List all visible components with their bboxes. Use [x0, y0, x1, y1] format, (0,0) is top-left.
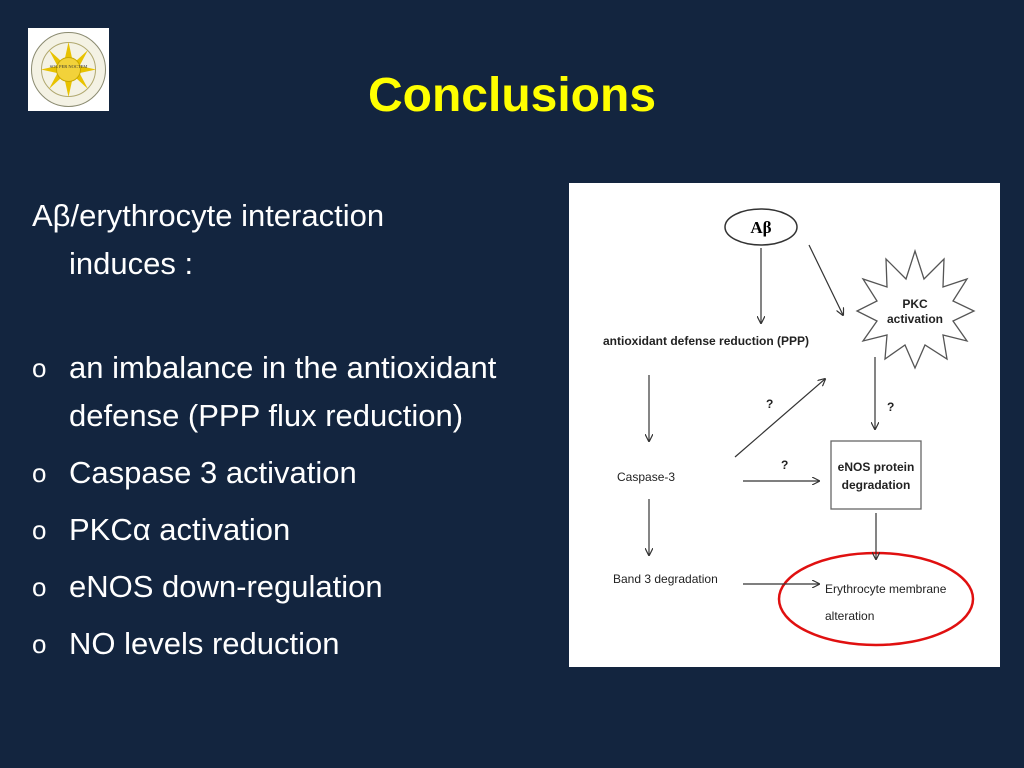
- bullet-text: an imbalance in the antioxidant defense …: [69, 350, 497, 433]
- question-mark-1: ?: [766, 397, 773, 411]
- abeta-node: [724, 208, 798, 246]
- conclusion-bullet-list: o an imbalance in the antioxidant defens…: [32, 344, 562, 677]
- bullet-item: o NO levels reduction: [32, 620, 562, 668]
- arrow-caspase-to-pkc: [734, 379, 825, 458]
- antioxidant-label: antioxidant defense reduction (PPP): [603, 334, 809, 348]
- bullet-text: Caspase 3 activation: [69, 455, 357, 490]
- enos-box: [830, 440, 922, 510]
- bullet-marker: o: [32, 353, 47, 383]
- question-mark-3: ?: [781, 458, 788, 472]
- bullet-marker: o: [32, 572, 47, 602]
- bullet-text: eNOS down-regulation: [69, 569, 383, 604]
- pkc-label-1: PKC: [902, 297, 928, 311]
- membrane-highlight-ellipse: [777, 551, 975, 647]
- pathway-diagram: Aβ PKC activation antioxidant defense re…: [569, 183, 1000, 667]
- arrow-abeta-to-pkc: [808, 244, 843, 315]
- membrane-label-1: Erythrocyte membrane: [825, 582, 947, 596]
- logo-motto: SOL PER NOCTEM: [50, 64, 88, 69]
- bullet-marker: o: [32, 458, 47, 488]
- slide-title: Conclusions: [367, 69, 657, 122]
- intro-line-2: induces :: [69, 246, 194, 281]
- pkc-starburst: [855, 248, 976, 370]
- pathway-diagram-svg: Aβ PKC activation antioxidant defense re…: [603, 208, 976, 647]
- bullet-item: o eNOS down-regulation: [32, 563, 562, 611]
- bullet-item: o an imbalance in the antioxidant defens…: [32, 344, 562, 440]
- pkc-label-2: activation: [887, 312, 943, 326]
- enos-label-2: degradation: [842, 478, 911, 492]
- logo-seal-icon: SOL PER NOCTEM: [31, 32, 106, 107]
- bullet-item: o Caspase 3 activation: [32, 449, 562, 497]
- enos-label-1: eNOS protein: [838, 460, 915, 474]
- logo-sun-rays: [41, 42, 96, 97]
- intro-text: Aβ/erythrocyte interaction induces :: [32, 192, 552, 288]
- membrane-label-2: alteration: [825, 609, 874, 623]
- bullet-item: o PKCα activation: [32, 506, 562, 554]
- bullet-text: PKCα activation: [69, 512, 291, 547]
- question-mark-2: ?: [887, 400, 894, 414]
- band3-label: Band 3 degradation: [613, 572, 718, 586]
- intro-line-1: Aβ/erythrocyte interaction: [32, 198, 385, 233]
- bullet-marker: o: [32, 515, 47, 545]
- university-logo: SOL PER NOCTEM: [28, 28, 109, 111]
- bullet-marker: o: [32, 629, 47, 659]
- caspase-label: Caspase-3: [617, 470, 675, 484]
- abeta-label: Aβ: [750, 218, 771, 237]
- bullet-text: NO levels reduction: [69, 626, 340, 661]
